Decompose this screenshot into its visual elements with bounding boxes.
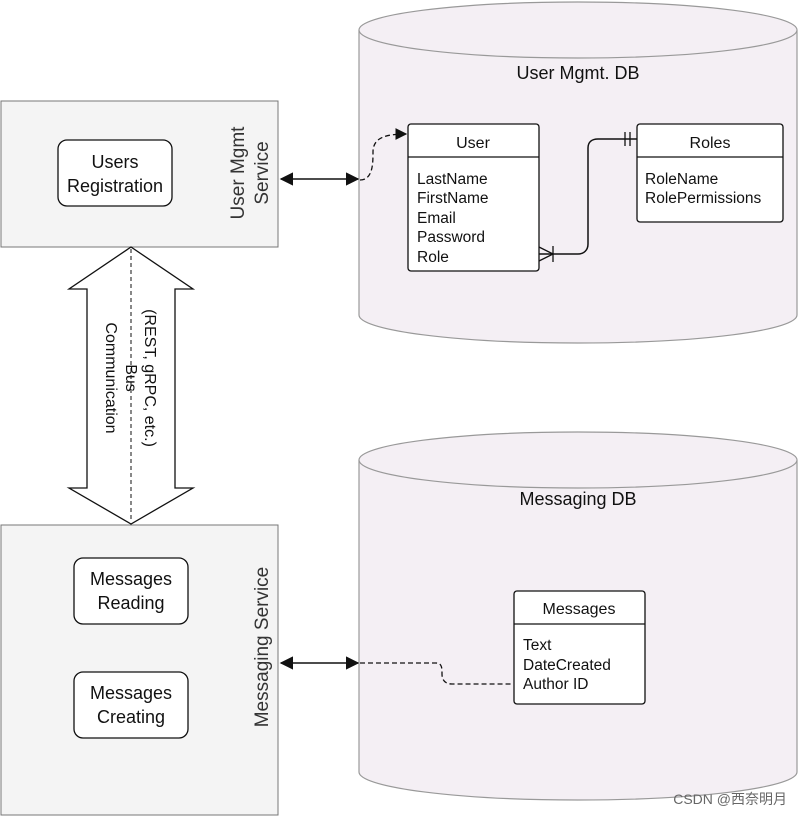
roles-table-title: Roles bbox=[690, 135, 731, 152]
users-registration-label-line2: Registration bbox=[67, 176, 163, 196]
user-db-to-user-table-dashed bbox=[359, 128, 408, 181]
messages-table-box bbox=[513, 590, 646, 705]
bus-label-line3: (REST, gRPC, etc.) bbox=[141, 309, 158, 447]
user-field-password: Password bbox=[417, 229, 485, 246]
user-table-box bbox=[407, 123, 540, 272]
messages-field-datecreated: DateCreated bbox=[523, 657, 611, 674]
messages-reading-label-line2: Reading bbox=[97, 593, 164, 613]
roles-field-rolepermissions: RolePermissions bbox=[645, 190, 762, 207]
roles-table-box bbox=[636, 123, 784, 223]
watermark: CSDN @西奈明月 bbox=[673, 791, 787, 807]
messaging-db-to-messages-dashed bbox=[360, 662, 514, 685]
messages-creating-label: Messages bbox=[90, 683, 172, 703]
user-mgmt-service-label-line2: Service bbox=[252, 141, 273, 204]
messaging-db-title: Messaging DB bbox=[519, 489, 636, 509]
user-field-email: Email bbox=[417, 210, 456, 227]
messages-creating-box bbox=[73, 671, 189, 739]
messages-field-text: Text bbox=[523, 637, 552, 654]
user-db-title: User Mgmt. DB bbox=[516, 63, 639, 83]
users-registration-label: Users bbox=[91, 152, 138, 172]
user-field-role: Role bbox=[417, 249, 449, 266]
user-table: User LastName FirstName Email Password R… bbox=[407, 123, 540, 272]
messages-creating-label-line2: Creating bbox=[97, 707, 165, 727]
roles-field-rolename: RoleName bbox=[645, 171, 718, 188]
user-field-lastname: LastName bbox=[417, 171, 488, 188]
user-roles-relation bbox=[539, 138, 637, 255]
user-mgmt-service: Users Registration User Mgmt Service bbox=[0, 100, 279, 248]
user-db-cylinder-top bbox=[358, 1, 798, 59]
messaging-service: Messages Reading Messages Creating Messa… bbox=[0, 524, 279, 816]
crows-foot-many-icon bbox=[538, 246, 554, 262]
communication-bus: Communication Bus (REST, gRPC, etc.) bbox=[66, 246, 196, 525]
roles-table: Roles RoleName RolePermissions bbox=[636, 123, 784, 223]
messages-reading-box bbox=[73, 557, 189, 625]
messaging-service-label: Messaging Service bbox=[252, 567, 273, 728]
bus-label-line2: Bus bbox=[122, 364, 139, 392]
crows-foot-one-icon bbox=[624, 132, 631, 146]
messages-table-title: Messages bbox=[543, 601, 616, 618]
bus-label-line1: Communication bbox=[102, 322, 119, 433]
connectors bbox=[279, 128, 637, 685]
messages-table: Messages Text DateCreated Author ID bbox=[513, 590, 646, 705]
user-table-title: User bbox=[456, 135, 490, 152]
users-registration-box bbox=[57, 139, 173, 207]
user-mgmt-service-label: User Mgmt bbox=[228, 126, 249, 220]
user-field-firstname: FirstName bbox=[417, 190, 488, 207]
messaging-db-cylinder-top bbox=[358, 431, 798, 489]
messages-reading-label: Messages bbox=[90, 569, 172, 589]
messages-field-authorid: Author ID bbox=[523, 676, 588, 693]
